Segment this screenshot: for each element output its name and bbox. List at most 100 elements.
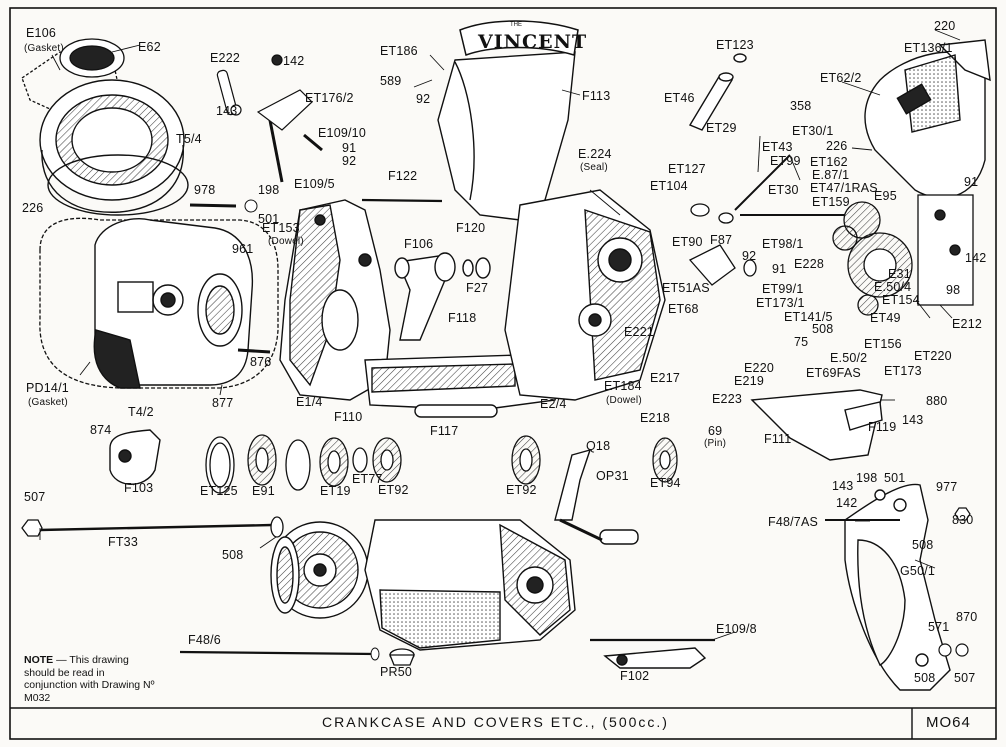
label-et99: ET99: [770, 154, 801, 168]
label-69: 69: [708, 424, 723, 438]
label-et51as: ET51AS: [662, 281, 710, 295]
label-e218: E218: [640, 411, 670, 425]
label-et49: ET49: [870, 311, 901, 325]
label-t54: T5/4: [176, 132, 202, 146]
label-501a: 501: [258, 212, 280, 226]
label-874: 874: [90, 423, 112, 437]
part-clutch-drum-t54: [39, 79, 189, 216]
label-75: 75: [794, 335, 809, 349]
label-143b: 143: [902, 413, 924, 427]
note-lead: NOTE: [24, 654, 54, 666]
label-et125: ET125: [200, 484, 238, 498]
label-f119: F119: [868, 420, 897, 434]
label-e223: E223: [712, 392, 742, 406]
label-gasket-2: (Gasket): [28, 397, 68, 408]
label-dowel-2: (Dowel): [606, 395, 642, 406]
label-e24: E2/4: [540, 397, 567, 411]
label-et1415: ET141/5: [784, 310, 833, 324]
label-et1731: ET173/1: [756, 296, 805, 310]
label-f111: F111: [764, 432, 792, 446]
label-et186: ET186: [380, 44, 418, 58]
label-f103: F103: [124, 481, 154, 495]
label-e871: E.87/1: [812, 168, 850, 182]
label-f27: F27: [466, 281, 489, 295]
part-rod-f122: [361, 198, 443, 203]
label-f486: F48/6: [188, 633, 221, 647]
label-978: 978: [194, 183, 216, 197]
label-508d: 508: [914, 671, 936, 685]
label-e502: E.50/2: [830, 351, 868, 365]
brand-the: THE: [510, 22, 522, 28]
label-et1361: ET136/1: [904, 41, 953, 55]
label-226a: 226: [22, 201, 44, 215]
label-92b: 92: [342, 154, 357, 168]
part-washers-g501: [938, 507, 971, 657]
leader-lines: [39, 29, 961, 641]
label-501b: 501: [884, 471, 906, 485]
label-et159: ET159: [812, 195, 850, 209]
label-et46: ET46: [664, 91, 695, 105]
label-91b: 91: [342, 141, 357, 155]
label-f106: F106: [404, 237, 434, 251]
label-e220: E220: [744, 361, 774, 375]
label-880: 880: [926, 394, 948, 408]
label-507b: 507: [954, 671, 976, 685]
part-tube-et46: [688, 53, 747, 131]
label-et90: ET90: [672, 235, 703, 249]
label-91c: 91: [772, 262, 787, 276]
part-oilpump: [688, 203, 757, 286]
label-et173: ET173: [884, 364, 922, 378]
label-et1762: ET176/2: [305, 91, 354, 105]
label-et154: ET154: [882, 293, 920, 307]
label-pd141: PD14/1: [26, 381, 69, 395]
label-e1098: E109/8: [716, 622, 757, 636]
label-et29: ET29: [706, 121, 737, 135]
label-et981: ET98/1: [762, 237, 804, 251]
part-bolt-876: [237, 348, 271, 354]
part-timing-gears: [832, 194, 974, 316]
label-e10910: E109/10: [318, 126, 366, 140]
label-et220: ET220: [914, 349, 952, 363]
label-et471ras: ET47/1RAS: [810, 181, 878, 195]
label-877: 877: [212, 396, 234, 410]
part-crankcase-left-e14: [279, 199, 391, 401]
label-et94: ET94: [650, 476, 681, 490]
label-977: 977: [936, 480, 958, 494]
label-589: 589: [380, 74, 402, 88]
label-et92b: ET92: [506, 483, 537, 497]
part-bolt-978: [189, 203, 237, 208]
label-et162: ET162: [810, 155, 848, 169]
label-e91: E91: [252, 484, 275, 498]
label-et92a: ET92: [378, 483, 409, 497]
label-et30: ET30: [768, 183, 799, 197]
part-cover-disc-e62: [59, 38, 125, 78]
label-gasket-1: (Gasket): [24, 43, 64, 54]
label-f117: F117: [430, 424, 459, 438]
label-507a: 507: [24, 490, 46, 504]
label-961: 961: [232, 242, 254, 256]
label-e95: E95: [874, 189, 897, 203]
label-e62: E62: [138, 40, 161, 54]
label-pr50: PR50: [380, 665, 413, 679]
part-crankcase-right-e24: [437, 51, 666, 401]
label-et104: ET104: [650, 179, 688, 193]
label-et153: ET153: [262, 221, 300, 235]
label-508b: 508: [222, 548, 244, 562]
drawing-note: NOTE — This drawing should be read in co…: [24, 654, 156, 704]
label-f87: F87: [710, 233, 733, 247]
label-92a: 92: [416, 92, 431, 106]
part-engine-plate-g501: [844, 483, 951, 691]
label-ft33: FT33: [108, 535, 138, 549]
label-et127: ET127: [668, 162, 706, 176]
label-pin: (Pin): [704, 438, 727, 449]
label-t42: T4/2: [128, 405, 154, 419]
label-et69fas: ET69FAS: [806, 366, 861, 380]
drawing-number: MO64: [926, 714, 971, 731]
label-98: 98: [946, 283, 961, 297]
part-pr50: [389, 648, 415, 666]
label-f118: F118: [448, 311, 477, 325]
label-f110: F110: [334, 410, 363, 424]
part-timing-cover-et622: [864, 39, 991, 199]
part-bolts-top: [216, 54, 323, 183]
